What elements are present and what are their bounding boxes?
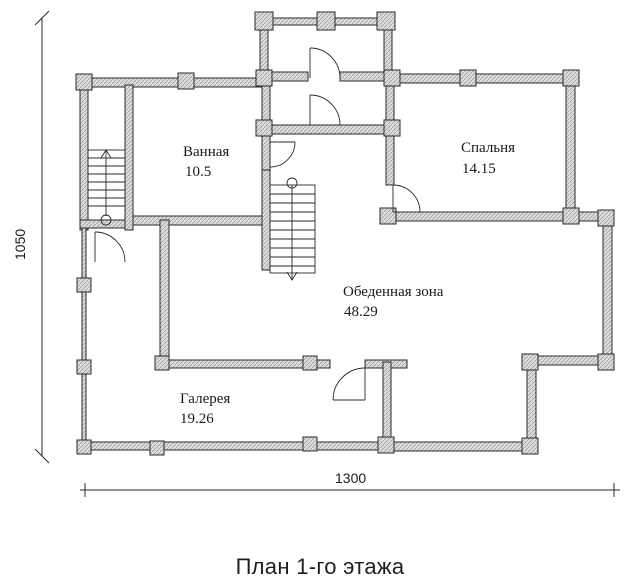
staircase-left	[87, 149, 126, 226]
doors	[94, 47, 421, 401]
plan-title: План 1-го этажа	[235, 554, 405, 579]
room-name-bathroom: Ванная	[183, 144, 230, 160]
staircase-center	[269, 177, 316, 281]
room-area-dining: 48.29	[344, 304, 378, 320]
dimension-width: 1300	[335, 470, 367, 486]
dimension-height: 1050	[12, 228, 28, 260]
room-name-bedroom: Спальня	[461, 140, 516, 156]
dimension-lines	[34, 10, 620, 497]
log-walls	[77, 17, 613, 452]
room-name-gallery: Галерея	[180, 391, 231, 407]
room-area-bathroom: 10.5	[185, 164, 212, 180]
room-area-bedroom: 14.15	[462, 161, 496, 177]
log-posts	[75, 11, 615, 456]
room-area-gallery: 19.26	[180, 411, 214, 427]
room-name-dining: Обеденная зона	[343, 284, 444, 300]
